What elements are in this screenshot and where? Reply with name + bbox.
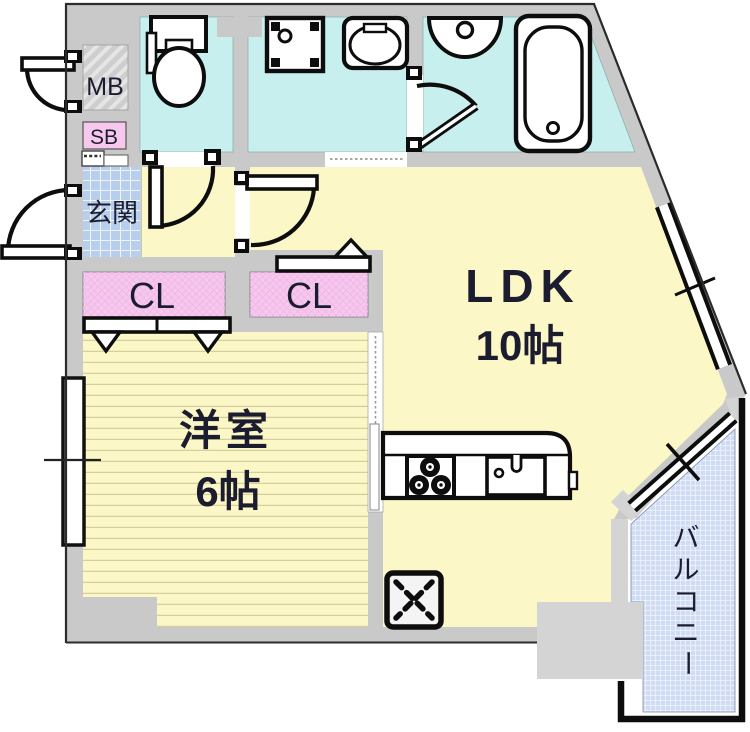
svg-text:バ: バ: [673, 523, 700, 553]
svg-text:ニ: ニ: [673, 618, 700, 648]
balcony-door-window: [627, 411, 738, 513]
wall-chunk-top: [217, 17, 262, 37]
toilet-icon: [145, 15, 208, 108]
window-tick: [674, 276, 716, 297]
washroom-sliding-door: [325, 152, 407, 167]
bath-counter-icon: [426, 16, 504, 59]
label-closet-left: CL: [129, 275, 175, 316]
floor-hatch-icon: [384, 570, 444, 630]
label-ldk: LDK: [465, 260, 581, 312]
label-closet-right: CL: [286, 275, 332, 316]
shoe-cabinet: [81, 150, 105, 167]
svg-text:ル: ル: [673, 555, 700, 585]
shoe-box-area: [82, 121, 127, 150]
washer-pan-icon: [264, 15, 326, 74]
entrance-door: [0, 184, 82, 260]
label-balcony: バ ル コ ニ ー: [672, 523, 702, 677]
window-tick: [665, 442, 701, 482]
unit-outline: [64, 2, 748, 643]
entrance-tile-grid: [83, 167, 141, 257]
washbasin-icon: [341, 15, 410, 71]
bedroom-sliding-door: [367, 331, 384, 513]
sink-icon: [485, 455, 547, 497]
bathroom-door: [406, 66, 479, 152]
counter-tab: [567, 470, 579, 491]
bath-door-opening: [407, 75, 423, 150]
label-ldk-size: 10帖: [476, 322, 565, 369]
label-entrance: 玄関: [86, 198, 138, 228]
kitchen-counter: [380, 430, 579, 501]
closet-right-sliding-door: [275, 237, 372, 273]
svg-text:ー: ー: [672, 650, 702, 677]
balcony-border: [617, 398, 746, 723]
balcony-side-wall: [611, 519, 628, 604]
ldk-floor: [250, 167, 727, 627]
stove-icon: [405, 454, 456, 499]
bedroom-floor-lines: [83, 332, 368, 627]
ldk-door-opening: [235, 186, 250, 238]
label-meter-box: MB: [86, 73, 124, 101]
balcony-door-cap-bottom: [611, 490, 643, 521]
closet-right: [249, 271, 369, 318]
meter-box-area: [82, 44, 129, 111]
ldk-door: [234, 171, 319, 253]
bathtub-icon: [513, 13, 593, 154]
closet-left: [82, 271, 226, 318]
toilet-door-opening: [153, 152, 213, 167]
label-shoe-box: SB: [90, 126, 118, 149]
toilet-door: [142, 149, 221, 229]
label-bedroom-size: 6帖: [195, 468, 260, 515]
svg-text:コ: コ: [673, 587, 700, 617]
closet-left-folding-doors: [82, 316, 232, 354]
outdoor-block: [537, 602, 643, 679]
ldk-diagonal-window: [655, 202, 732, 370]
bedroom-window: [44, 376, 101, 547]
label-bedroom: 洋室: [179, 407, 273, 454]
shoe-cabinet-2: [103, 154, 129, 167]
